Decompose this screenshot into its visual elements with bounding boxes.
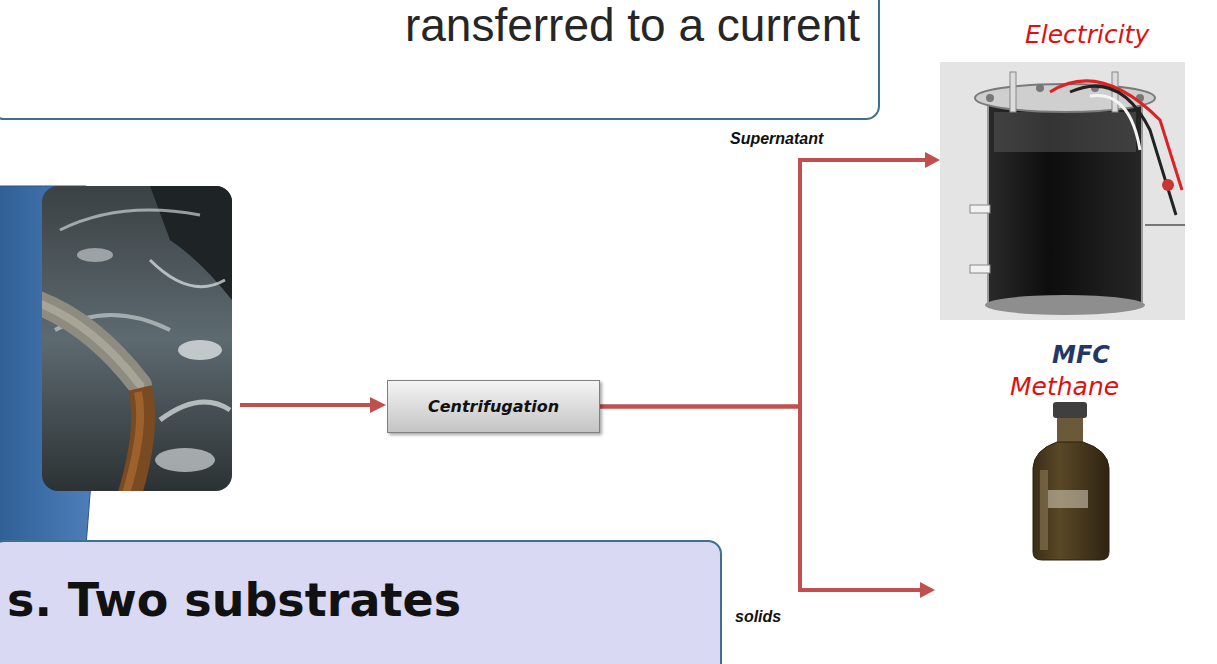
arrow-head	[920, 582, 935, 598]
connector-line	[600, 160, 928, 407]
text-box: s. Two substrates	[0, 540, 722, 664]
node-text: s. Two substrates	[7, 572, 461, 628]
node-subtext: MFC	[1052, 340, 1110, 370]
flow-arrow	[240, 397, 386, 413]
reactor-node: ElectricityMFC	[940, 18, 1185, 370]
edge-label: solids	[733, 608, 783, 626]
flow-connector	[600, 152, 940, 407]
bottle-node: Methane	[935, 372, 1185, 600]
process-box: Centrifugation	[387, 380, 600, 433]
text-box: ransferred to a current	[0, 0, 880, 120]
node-text: Electricity	[1025, 18, 1149, 52]
methane-bottle-photo	[1033, 402, 1109, 560]
arrow-head	[925, 152, 940, 168]
wastewater-photo	[42, 186, 232, 491]
mfc-reactor-photo	[940, 62, 1185, 320]
node-text: ransferred to a current	[405, 0, 860, 50]
node-text: Centrifugation	[428, 397, 559, 416]
node-text: Methane	[1010, 372, 1119, 402]
edge-label: Supernatant	[728, 130, 825, 148]
